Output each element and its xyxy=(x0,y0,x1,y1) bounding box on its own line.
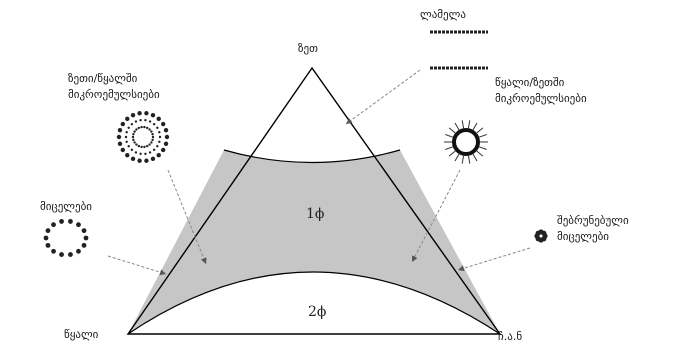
micelle-icon xyxy=(44,219,89,257)
micelle-label: მიცელები xyxy=(40,200,92,214)
oil-water-microemulsion-label-1: ზეთი/წყალში xyxy=(68,72,137,86)
single-phase-label: 1ϕ xyxy=(306,206,324,222)
reverse-micelle-label-1: შებრუნებული xyxy=(557,214,629,228)
arrow-micelle xyxy=(108,256,166,274)
vertex-label-left: წყალი xyxy=(64,328,98,342)
vertex-label-top: ზეთ xyxy=(298,42,318,56)
water-oil-microemulsion-label-1: წყალი/ზეთში xyxy=(495,76,564,90)
oil-water-microemulsion-label-2: მიკროემულსიები xyxy=(68,88,160,102)
lamellar-icon xyxy=(430,32,488,68)
vertex-label-right: ჩ.ა.ნ xyxy=(498,330,522,344)
arrow-lamellar xyxy=(346,70,420,124)
water-in-oil-microemulsion-icon xyxy=(444,120,488,163)
arrow-reverse-micelle xyxy=(458,248,530,270)
oil-in-water-microemulsion-icon xyxy=(117,111,169,163)
two-phase-label: 2ϕ xyxy=(308,304,326,320)
reverse-micelle-icon xyxy=(534,229,547,242)
water-oil-microemulsion-label-2: მიკროემულსიები xyxy=(495,92,587,106)
reverse-micelle-label-2: მიცელები xyxy=(557,230,609,244)
lamellar-label: ლამელა xyxy=(420,8,466,22)
